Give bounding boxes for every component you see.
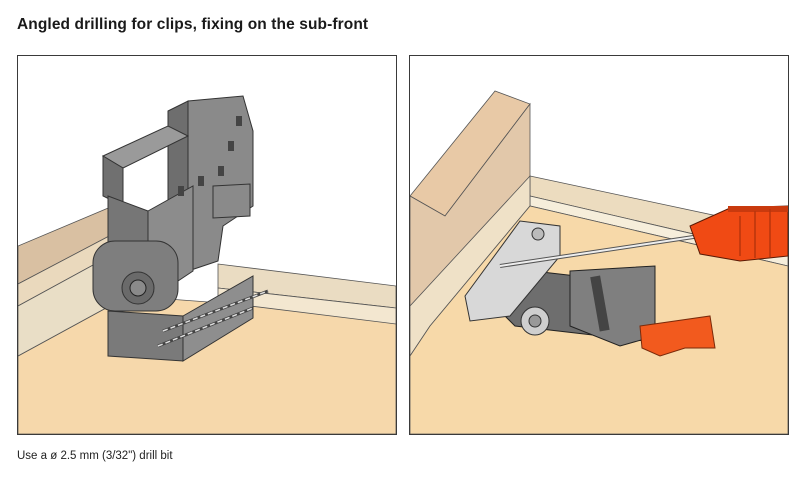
screwdriver-handle [689, 205, 788, 262]
page-title: Angled drilling for clips, fixing on the… [17, 16, 369, 33]
drill-bit-caption: Use a ø 2.5 mm (3/32") drill bit [17, 450, 173, 462]
screwdriver-clip-illustration [409, 55, 789, 435]
drilling-jig-illustration [17, 55, 397, 435]
drill-bits [157, 289, 269, 348]
drawer-clip [464, 220, 656, 347]
release-lever [639, 315, 716, 357]
drilling-jig [92, 95, 254, 362]
